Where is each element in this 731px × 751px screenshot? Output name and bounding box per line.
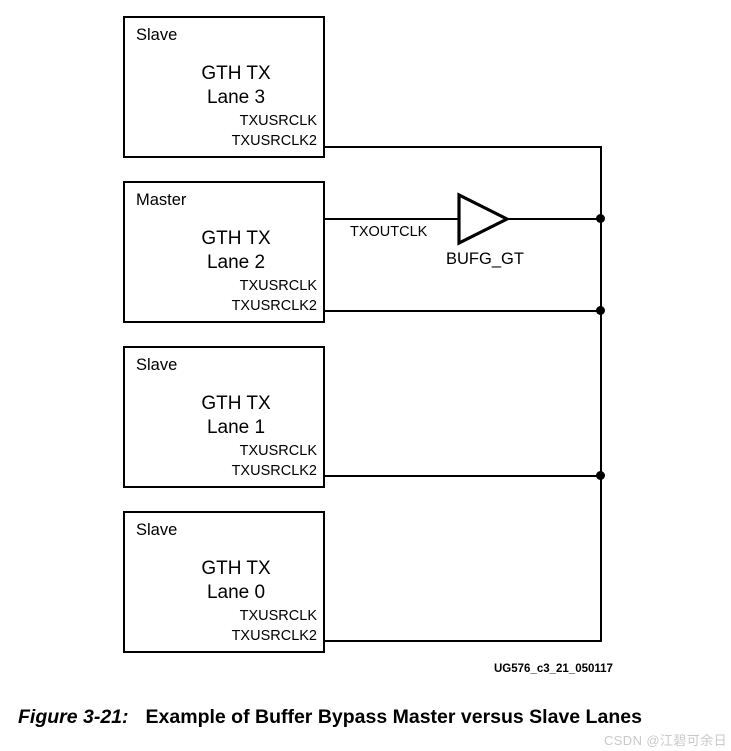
- junction-dot-lane2: [596, 306, 605, 315]
- port-txusrclk2: TXUSRCLK2: [231, 627, 317, 644]
- wire-lane1-txusrclk2: [324, 475, 602, 477]
- txoutclk-wire-label: TXOUTCLK: [350, 224, 428, 240]
- lane-title-line1: GTH TX: [201, 63, 271, 84]
- port-txusrclk2: TXUSRCLK2: [231, 462, 317, 479]
- lane-ports: TXUSRCLK TXUSRCLK2: [232, 112, 317, 151]
- lane-title-line1: GTH TX: [201, 228, 271, 249]
- lane-role-label: Master: [136, 191, 187, 209]
- lane-title-line2: Lane 0: [206, 582, 266, 604]
- lane-title: GTH TX Lane 1: [125, 392, 323, 441]
- lane-title-line2: Lane 2: [206, 252, 266, 274]
- port-txusrclk: TXUSRCLK: [239, 443, 317, 460]
- bufg-gt-buffer-icon[interactable]: [455, 192, 513, 246]
- lane-role-label: Slave: [136, 26, 178, 44]
- wire-bufg-output: [506, 218, 602, 220]
- wire-lane0-txusrclk2: [324, 640, 602, 642]
- lane-role-label: Slave: [136, 521, 178, 539]
- wire-vertical-clock-bus: [600, 146, 602, 641]
- junction-dot-bufg-output: [596, 214, 605, 223]
- lane-ports: TXUSRCLK TXUSRCLK2: [232, 442, 317, 481]
- lane-role-label: Slave: [136, 356, 178, 374]
- lane-title-line2: Lane 1: [206, 417, 266, 439]
- port-txusrclk: TXUSRCLK: [239, 608, 317, 625]
- lane-title-line1: GTH TX: [201, 393, 271, 414]
- lane-title-line1: GTH TX: [201, 558, 271, 579]
- lane-block-lane1[interactable]: Slave GTH TX Lane 1 TXUSRCLK TXUSRCLK2: [123, 346, 325, 488]
- lane-title: GTH TX Lane 0: [125, 557, 323, 606]
- figure-caption-text: Example of Buffer Bypass Master versus S…: [145, 706, 642, 728]
- lane-ports: TXUSRCLK TXUSRCLK2: [232, 277, 317, 316]
- wire-lane2-txusrclk2: [324, 310, 602, 312]
- lane-ports: TXUSRCLK TXUSRCLK2: [232, 607, 317, 646]
- port-txusrclk2: TXUSRCLK2: [231, 297, 317, 314]
- lane-block-lane3[interactable]: Slave GTH TX Lane 3 TXUSRCLK TXUSRCLK2: [123, 16, 325, 158]
- figure-caption: Figure 3-21: Example of Buffer Bypass Mas…: [18, 706, 642, 729]
- junction-dot-lane1: [596, 471, 605, 480]
- document-id-label: UG576_c3_21_050117: [494, 663, 613, 675]
- figure-caption-number: Figure 3-21:: [18, 706, 129, 728]
- wire-lane3-txusrclk2: [324, 146, 602, 148]
- wire-txoutclk: [324, 218, 460, 220]
- csdn-watermark: CSDN @江碧可余日: [603, 733, 727, 748]
- lane-title: GTH TX Lane 3: [125, 62, 323, 111]
- port-txusrclk: TXUSRCLK: [239, 113, 317, 130]
- port-txusrclk: TXUSRCLK: [239, 278, 317, 295]
- lane-title-line2: Lane 3: [206, 87, 266, 109]
- lane-block-lane0[interactable]: Slave GTH TX Lane 0 TXUSRCLK TXUSRCLK2: [123, 511, 325, 653]
- lane-title: GTH TX Lane 2: [125, 227, 323, 276]
- port-txusrclk2: TXUSRCLK2: [231, 132, 317, 149]
- bufg-gt-label: BUFG_GT: [446, 250, 524, 268]
- lane-block-lane2[interactable]: Master GTH TX Lane 2 TXUSRCLK TXUSRCLK2: [123, 181, 325, 323]
